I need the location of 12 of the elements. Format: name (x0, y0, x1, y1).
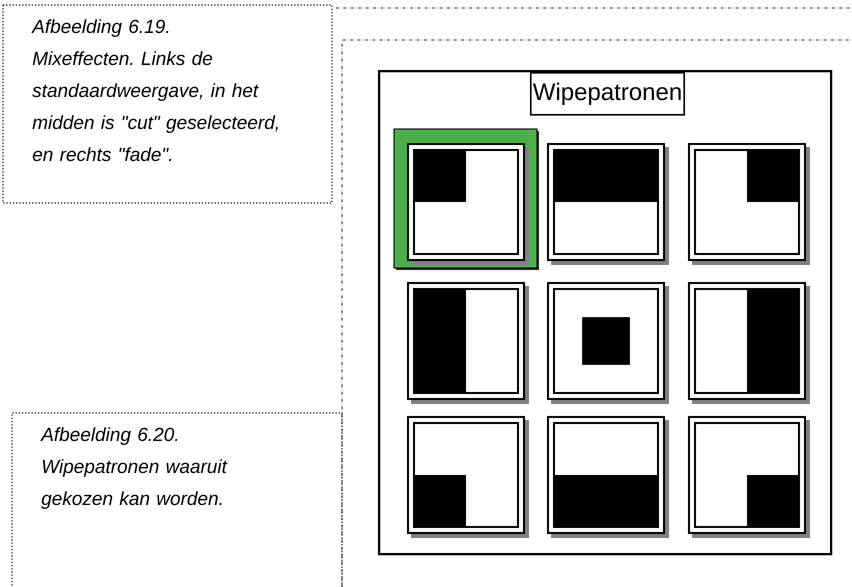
wipe-pattern-button (407, 416, 529, 538)
wipe-pattern-button (407, 282, 529, 404)
caption-box: Afbeelding 6.20. Wipepatronen waaruit gekozen kan worden. (11, 412, 343, 587)
wipe-pattern-button (547, 416, 669, 538)
wipe-pattern-button (547, 143, 669, 265)
pattern-panel: Wipepatronen (378, 70, 832, 556)
wipe-pattern-button (688, 143, 810, 265)
caption-box: Afbeelding 6.19. Mixeffecten. Links de standaardweergave, in het midden is "cut" geselecteerd, en rechts "fade". (2, 4, 333, 204)
selected-pattern-button (394, 128, 539, 270)
wipe-pattern-button (547, 282, 669, 404)
wipe-pattern-button (688, 282, 810, 404)
wipe-pattern-button (688, 416, 810, 538)
